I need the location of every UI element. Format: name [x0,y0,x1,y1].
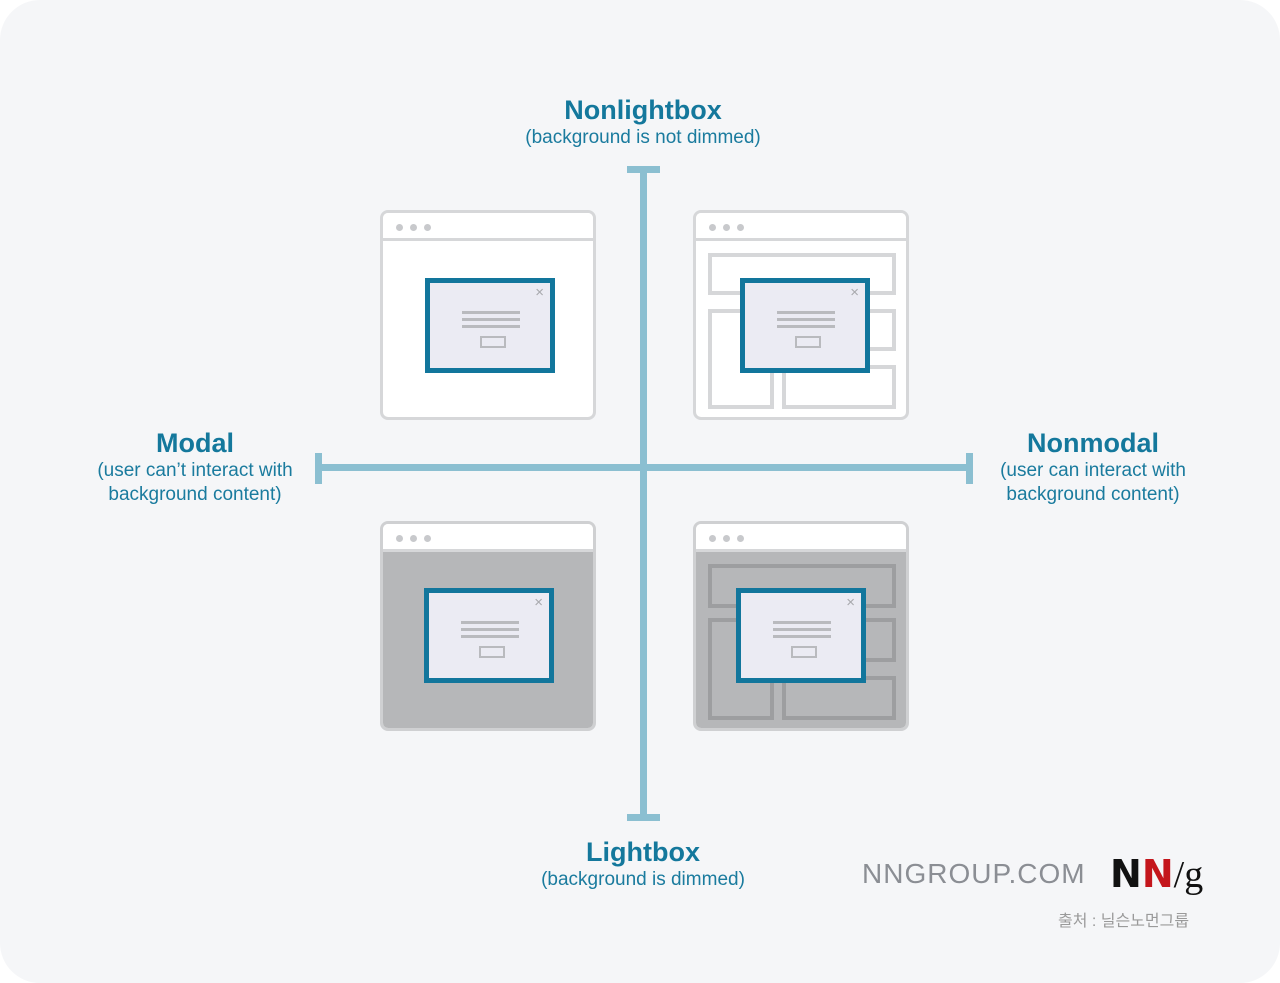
right-subtitle-line2: background content) [1006,484,1180,505]
left-subtitle-line1: (user can’t interact with [97,460,293,481]
window-modal-lightbox: × [380,521,596,731]
top-subtitle: (background is not dimmed) [525,127,761,148]
logo-n2: N [1141,852,1174,896]
window-nonmodal-nonlightbox: × [693,210,909,420]
close-icon: × [534,594,543,611]
close-icon: × [850,284,859,301]
window-titlebar [383,213,593,241]
vertical-axis [640,168,647,820]
right-label: Nonmodal (user can interact with backgro… [958,427,1228,507]
bottom-title: Lightbox [586,837,700,867]
dialog-box: × [740,278,870,373]
dialog-box: × [425,278,555,373]
vertical-axis-bottom-cap [627,814,660,821]
dialog-box: × [736,588,866,683]
source-credit: 출처 : 닐슨노먼그룹 [1058,913,1190,930]
close-icon: × [846,594,855,611]
site-domain: NNGROUP.COM [862,858,1086,889]
logo-slash: / [1173,854,1185,896]
dialog-button [791,646,817,658]
logo-n1: N [1110,852,1142,896]
left-title: Modal [156,428,234,458]
top-label: Nonlightbox (background is not dimmed) [443,94,843,150]
window-nonmodal-lightbox: × [693,521,909,731]
top-title: Nonlightbox [564,95,722,125]
left-label: Modal (user can’t interact with backgrou… [60,427,330,507]
nng-logo: NN/g [1110,852,1203,897]
close-icon: × [535,284,544,301]
window-titlebar [696,524,906,552]
logo-g: g [1184,854,1204,896]
horizontal-axis-left-cap [315,453,322,484]
right-title: Nonmodal [1027,428,1159,458]
window-modal-nonlightbox: × [380,210,596,420]
horizontal-axis-right-cap [966,453,973,484]
left-subtitle-line2: background content) [108,484,282,505]
bottom-label: Lightbox (background is dimmed) [443,836,843,892]
bottom-subtitle: (background is dimmed) [541,869,745,890]
horizontal-axis [318,464,972,471]
dialog-box: × [424,588,554,683]
dialog-button [479,646,505,658]
right-subtitle-line1: (user can interact with [1000,460,1186,481]
dialog-button [480,336,506,348]
vertical-axis-top-cap [627,166,660,173]
window-titlebar [696,213,906,241]
dialog-button [795,336,821,348]
window-titlebar [383,524,593,552]
